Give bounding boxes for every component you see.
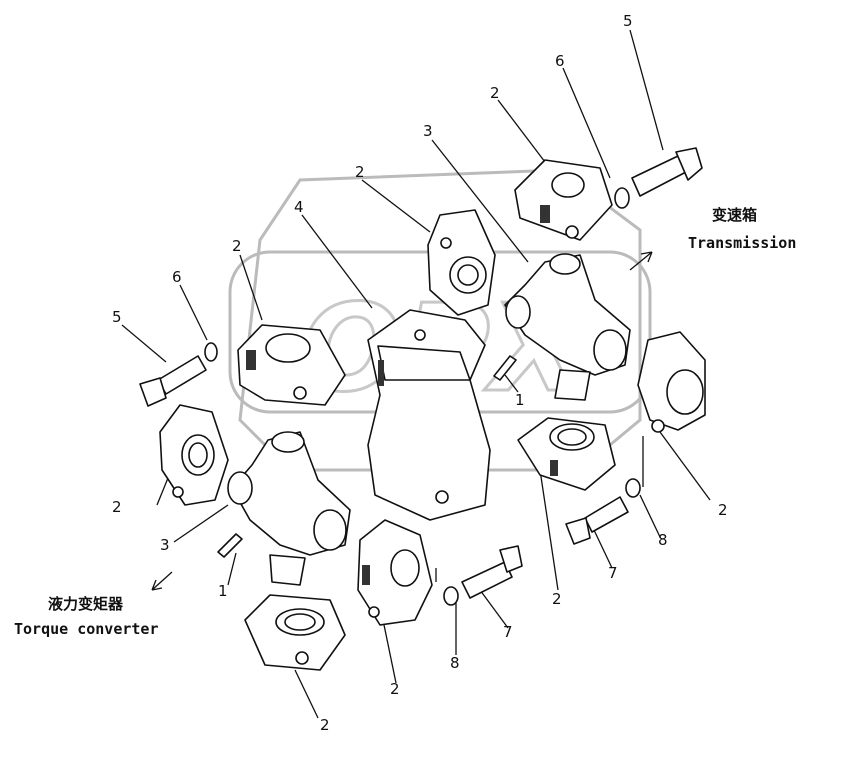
arrow-converter <box>151 571 173 591</box>
callout-8-mid: 8 <box>450 654 460 672</box>
callout-7-mid: 7 <box>503 623 513 641</box>
callout-4: 4 <box>294 198 304 216</box>
callout-6-left: 6 <box>172 268 182 286</box>
center-yoke <box>367 309 491 521</box>
bearing-cap-left-upper <box>237 324 346 406</box>
bolt-7-right <box>565 496 629 545</box>
universal-joint-spider-lower <box>227 431 351 586</box>
callout-8-right: 8 <box>658 531 668 549</box>
bearing-cap-right <box>637 331 706 433</box>
callout-2-bot2: 2 <box>320 716 330 734</box>
callout-2-top: 2 <box>490 84 500 102</box>
washer-8-right <box>625 478 641 498</box>
bolt-5-top <box>631 147 703 197</box>
note-converter-cn: 液力变矩器 <box>48 595 124 613</box>
bolt-7-lower <box>461 545 523 599</box>
grease-fitting-1-left <box>217 533 243 558</box>
note-converter-en: Torque converter <box>14 620 159 638</box>
callout-5-top: 5 <box>623 12 633 30</box>
grease-fitting-1-mid <box>493 355 517 381</box>
callout-3-top: 3 <box>423 122 433 140</box>
callout-5-left: 5 <box>112 308 122 326</box>
bearing-cap-upper <box>427 209 496 316</box>
bearing-cap-left <box>159 404 229 506</box>
callout-2-bot1: 2 <box>390 680 400 698</box>
callout-7-right: 7 <box>608 564 618 582</box>
callout-3-left: 3 <box>160 536 170 554</box>
note-transmission-cn: 变速箱 <box>712 206 757 224</box>
bearing-cap-top <box>514 159 613 241</box>
callout-2-a: 2 <box>355 163 365 181</box>
washer-8-lower <box>443 586 459 606</box>
washer-6-top <box>614 187 630 209</box>
callout-1-mid: 1 <box>515 391 525 409</box>
bolt-5-left <box>139 355 207 407</box>
callout-2-left: 2 <box>112 498 122 516</box>
callout-2-right: 2 <box>718 501 728 519</box>
arrow-transmission <box>629 251 653 271</box>
bearing-cap-lower-mid <box>357 519 433 626</box>
universal-joint-spider-upper <box>504 253 631 401</box>
washer-6-left <box>204 342 218 362</box>
callout-2-mid: 2 <box>552 590 562 608</box>
bearing-cap-mid-right <box>517 417 616 491</box>
callout-2-b: 2 <box>232 237 242 255</box>
bearing-cap-bottom <box>244 594 346 671</box>
note-transmission-en: Transmission <box>688 234 796 252</box>
callout-6-top: 6 <box>555 52 565 70</box>
callout-1-left: 1 <box>218 582 228 600</box>
leader-lines <box>121 29 711 719</box>
